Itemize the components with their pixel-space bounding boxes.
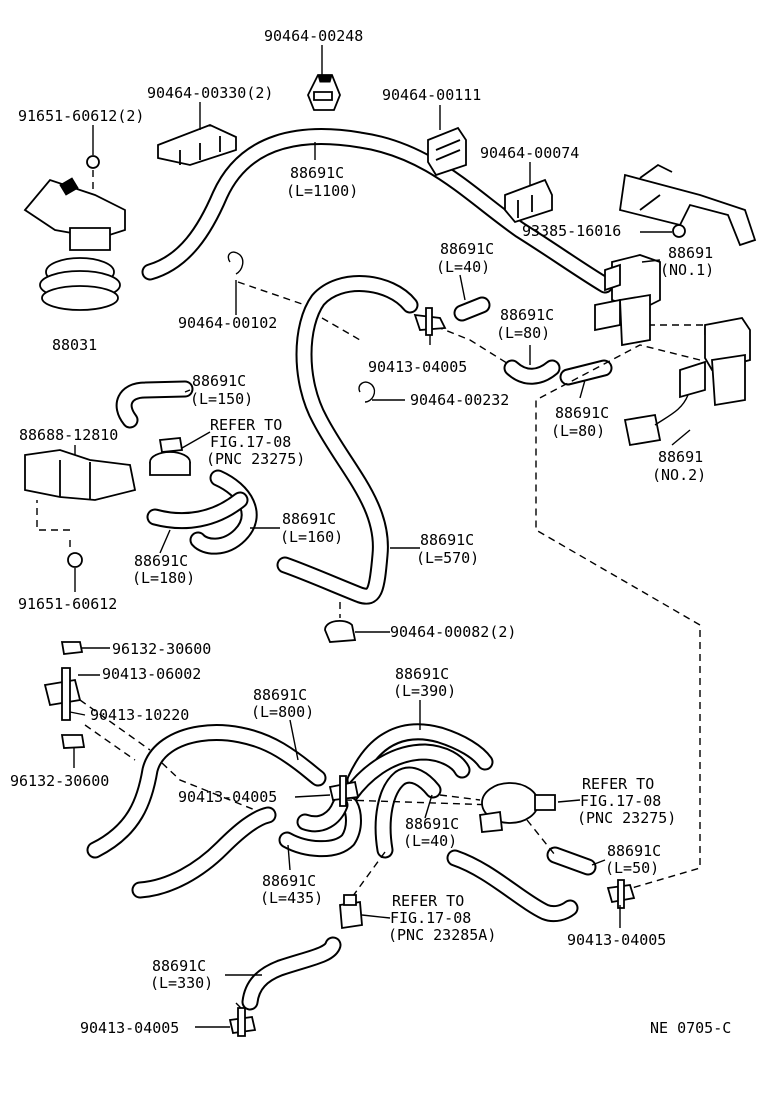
label-refer3-line1: REFER TO bbox=[392, 892, 464, 910]
label-refer3-line2: FIG.17-08 bbox=[390, 909, 471, 927]
clamp-90464-00074 bbox=[504, 178, 553, 224]
label-hose-l390-part: 88691C bbox=[395, 665, 449, 683]
label-90464-00232: 90464-00232 bbox=[410, 391, 509, 409]
label-hose-l40a-length: (L=40) bbox=[436, 258, 490, 276]
hoses bbox=[86, 128, 614, 1011]
label-refer2-line3: (PNC 23275) bbox=[577, 809, 676, 827]
labels: 90464-00248 90464-00330(2) 90464-00111 9… bbox=[10, 27, 731, 1037]
clip-90464-00232 bbox=[358, 381, 376, 403]
label-refer1-line2: FIG.17-08 bbox=[210, 433, 291, 451]
clip-90464-00102 bbox=[227, 251, 244, 275]
label-refer3-line3: (PNC 23285A) bbox=[388, 926, 496, 944]
label-90413-04005-upper: 90413-04005 bbox=[368, 358, 467, 376]
label-hose-l330-part: 88691C bbox=[152, 957, 206, 975]
label-90464-00074: 90464-00074 bbox=[480, 144, 579, 162]
joint-90413-04005-bottom bbox=[228, 1007, 257, 1037]
footer-diagram-code: NE 0705-C bbox=[650, 1019, 731, 1037]
bracket-top-right bbox=[618, 163, 757, 247]
label-90413-06002: 90413-06002 bbox=[102, 665, 201, 683]
label-refer1-line3: (PNC 23275) bbox=[206, 450, 305, 468]
label-96132-30600-lower: 96132-30600 bbox=[10, 772, 109, 790]
label-88691-no1-num: (NO.1) bbox=[660, 261, 714, 279]
label-hose-l570-length: (L=570) bbox=[416, 549, 479, 567]
label-91651-60612: 91651-60612 bbox=[18, 595, 117, 613]
label-hose-l180-part: 88691C bbox=[134, 552, 188, 570]
vsv-no1 bbox=[594, 254, 661, 347]
clamp-90464-00111 bbox=[427, 126, 467, 177]
label-90413-04005-bottom: 90413-04005 bbox=[80, 1019, 179, 1037]
label-90464-00248: 90464-00248 bbox=[264, 27, 363, 45]
parts bbox=[23, 74, 757, 1037]
clamp-90464-00082 bbox=[324, 619, 357, 643]
grommet-91651-60612-lower bbox=[67, 552, 83, 568]
label-90464-00102: 90464-00102 bbox=[178, 314, 277, 332]
joint-90413-06002 bbox=[43, 667, 82, 721]
label-hose-l160-part: 88691C bbox=[282, 510, 336, 528]
label-hose-l390-length: (L=390) bbox=[393, 682, 456, 700]
label-90464-00082: 90464-00082(2) bbox=[390, 623, 516, 641]
label-hose-l40b-part: 88691C bbox=[405, 815, 459, 833]
label-hose-l150-part: 88691C bbox=[192, 372, 246, 390]
label-hose-l570-part: 88691C bbox=[420, 531, 474, 549]
label-hose-l1100-length: (L=1100) bbox=[286, 182, 358, 200]
label-refer2-line2: FIG.17-08 bbox=[580, 792, 661, 810]
grommet-93385-16016 bbox=[672, 224, 686, 238]
label-hose-l1100-part: 88691C bbox=[290, 164, 344, 182]
label-hose-l40b-length: (L=40) bbox=[403, 832, 457, 850]
cap-96132-30600-lower bbox=[60, 734, 86, 749]
label-90464-00330: 90464-00330(2) bbox=[147, 84, 273, 102]
label-hose-l50-length: (L=50) bbox=[605, 859, 659, 877]
label-88691-no1-part: 88691 bbox=[668, 244, 713, 262]
label-hose-l80a-part: 88691C bbox=[500, 306, 554, 324]
leader-lines bbox=[69, 45, 691, 1028]
joint-90413-04005-mid bbox=[328, 775, 360, 807]
label-90413-10220: 90413-10220 bbox=[90, 706, 189, 724]
refer-part-upper bbox=[149, 437, 191, 476]
label-96132-30600-upper: 96132-30600 bbox=[112, 640, 211, 658]
label-refer1-line1: REFER TO bbox=[210, 416, 282, 434]
label-88031: 88031 bbox=[52, 336, 97, 354]
joint-90413-04005-right bbox=[606, 879, 636, 909]
label-hose-l435-length: (L=435) bbox=[260, 889, 323, 907]
label-hose-l80b-part: 88691C bbox=[555, 404, 609, 422]
cap-96132-30600-upper bbox=[60, 641, 84, 655]
label-refer2-line1: REFER TO bbox=[582, 775, 654, 793]
grommet-91651-60612-upper bbox=[86, 155, 100, 169]
label-hose-l330-length: (L=330) bbox=[150, 974, 213, 992]
label-hose-l160-length: (L=160) bbox=[280, 528, 343, 546]
label-hose-l800-length: (L=800) bbox=[251, 703, 314, 721]
label-hose-l40a-part: 88691C bbox=[440, 240, 494, 258]
label-90413-04005-right: 90413-04005 bbox=[567, 931, 666, 949]
refer-part-bottom bbox=[339, 894, 363, 930]
label-hose-l80b-length: (L=80) bbox=[551, 422, 605, 440]
label-93385-16016: 93385-16016 bbox=[522, 222, 621, 240]
joint-90413-04005-upper bbox=[413, 307, 447, 336]
label-90464-00111: 90464-00111 bbox=[382, 86, 481, 104]
clamp-90464-00330 bbox=[157, 124, 237, 166]
label-hose-l150-length: (L=150) bbox=[190, 390, 253, 408]
label-90413-04005-mid: 90413-04005 bbox=[178, 788, 277, 806]
label-88691-no2-num: (NO.2) bbox=[652, 466, 706, 484]
label-88691-no2-part: 88691 bbox=[658, 448, 703, 466]
label-hose-l800-part: 88691C bbox=[253, 686, 307, 704]
label-hose-l50-part: 88691C bbox=[607, 842, 661, 860]
vsv-no2 bbox=[623, 317, 751, 447]
bracket-88688-12810 bbox=[24, 449, 137, 501]
clamp-90464-00248 bbox=[307, 74, 341, 111]
part-88031-actuator bbox=[23, 177, 126, 311]
refer-part-mid-right bbox=[479, 782, 556, 833]
label-hose-l180-length: (L=180) bbox=[132, 569, 195, 587]
label-hose-l80a-length: (L=80) bbox=[496, 324, 550, 342]
label-hose-l435-part: 88691C bbox=[262, 872, 316, 890]
label-91651-60612-2: 91651-60612(2) bbox=[18, 107, 144, 125]
label-88688-12810: 88688-12810 bbox=[19, 426, 118, 444]
